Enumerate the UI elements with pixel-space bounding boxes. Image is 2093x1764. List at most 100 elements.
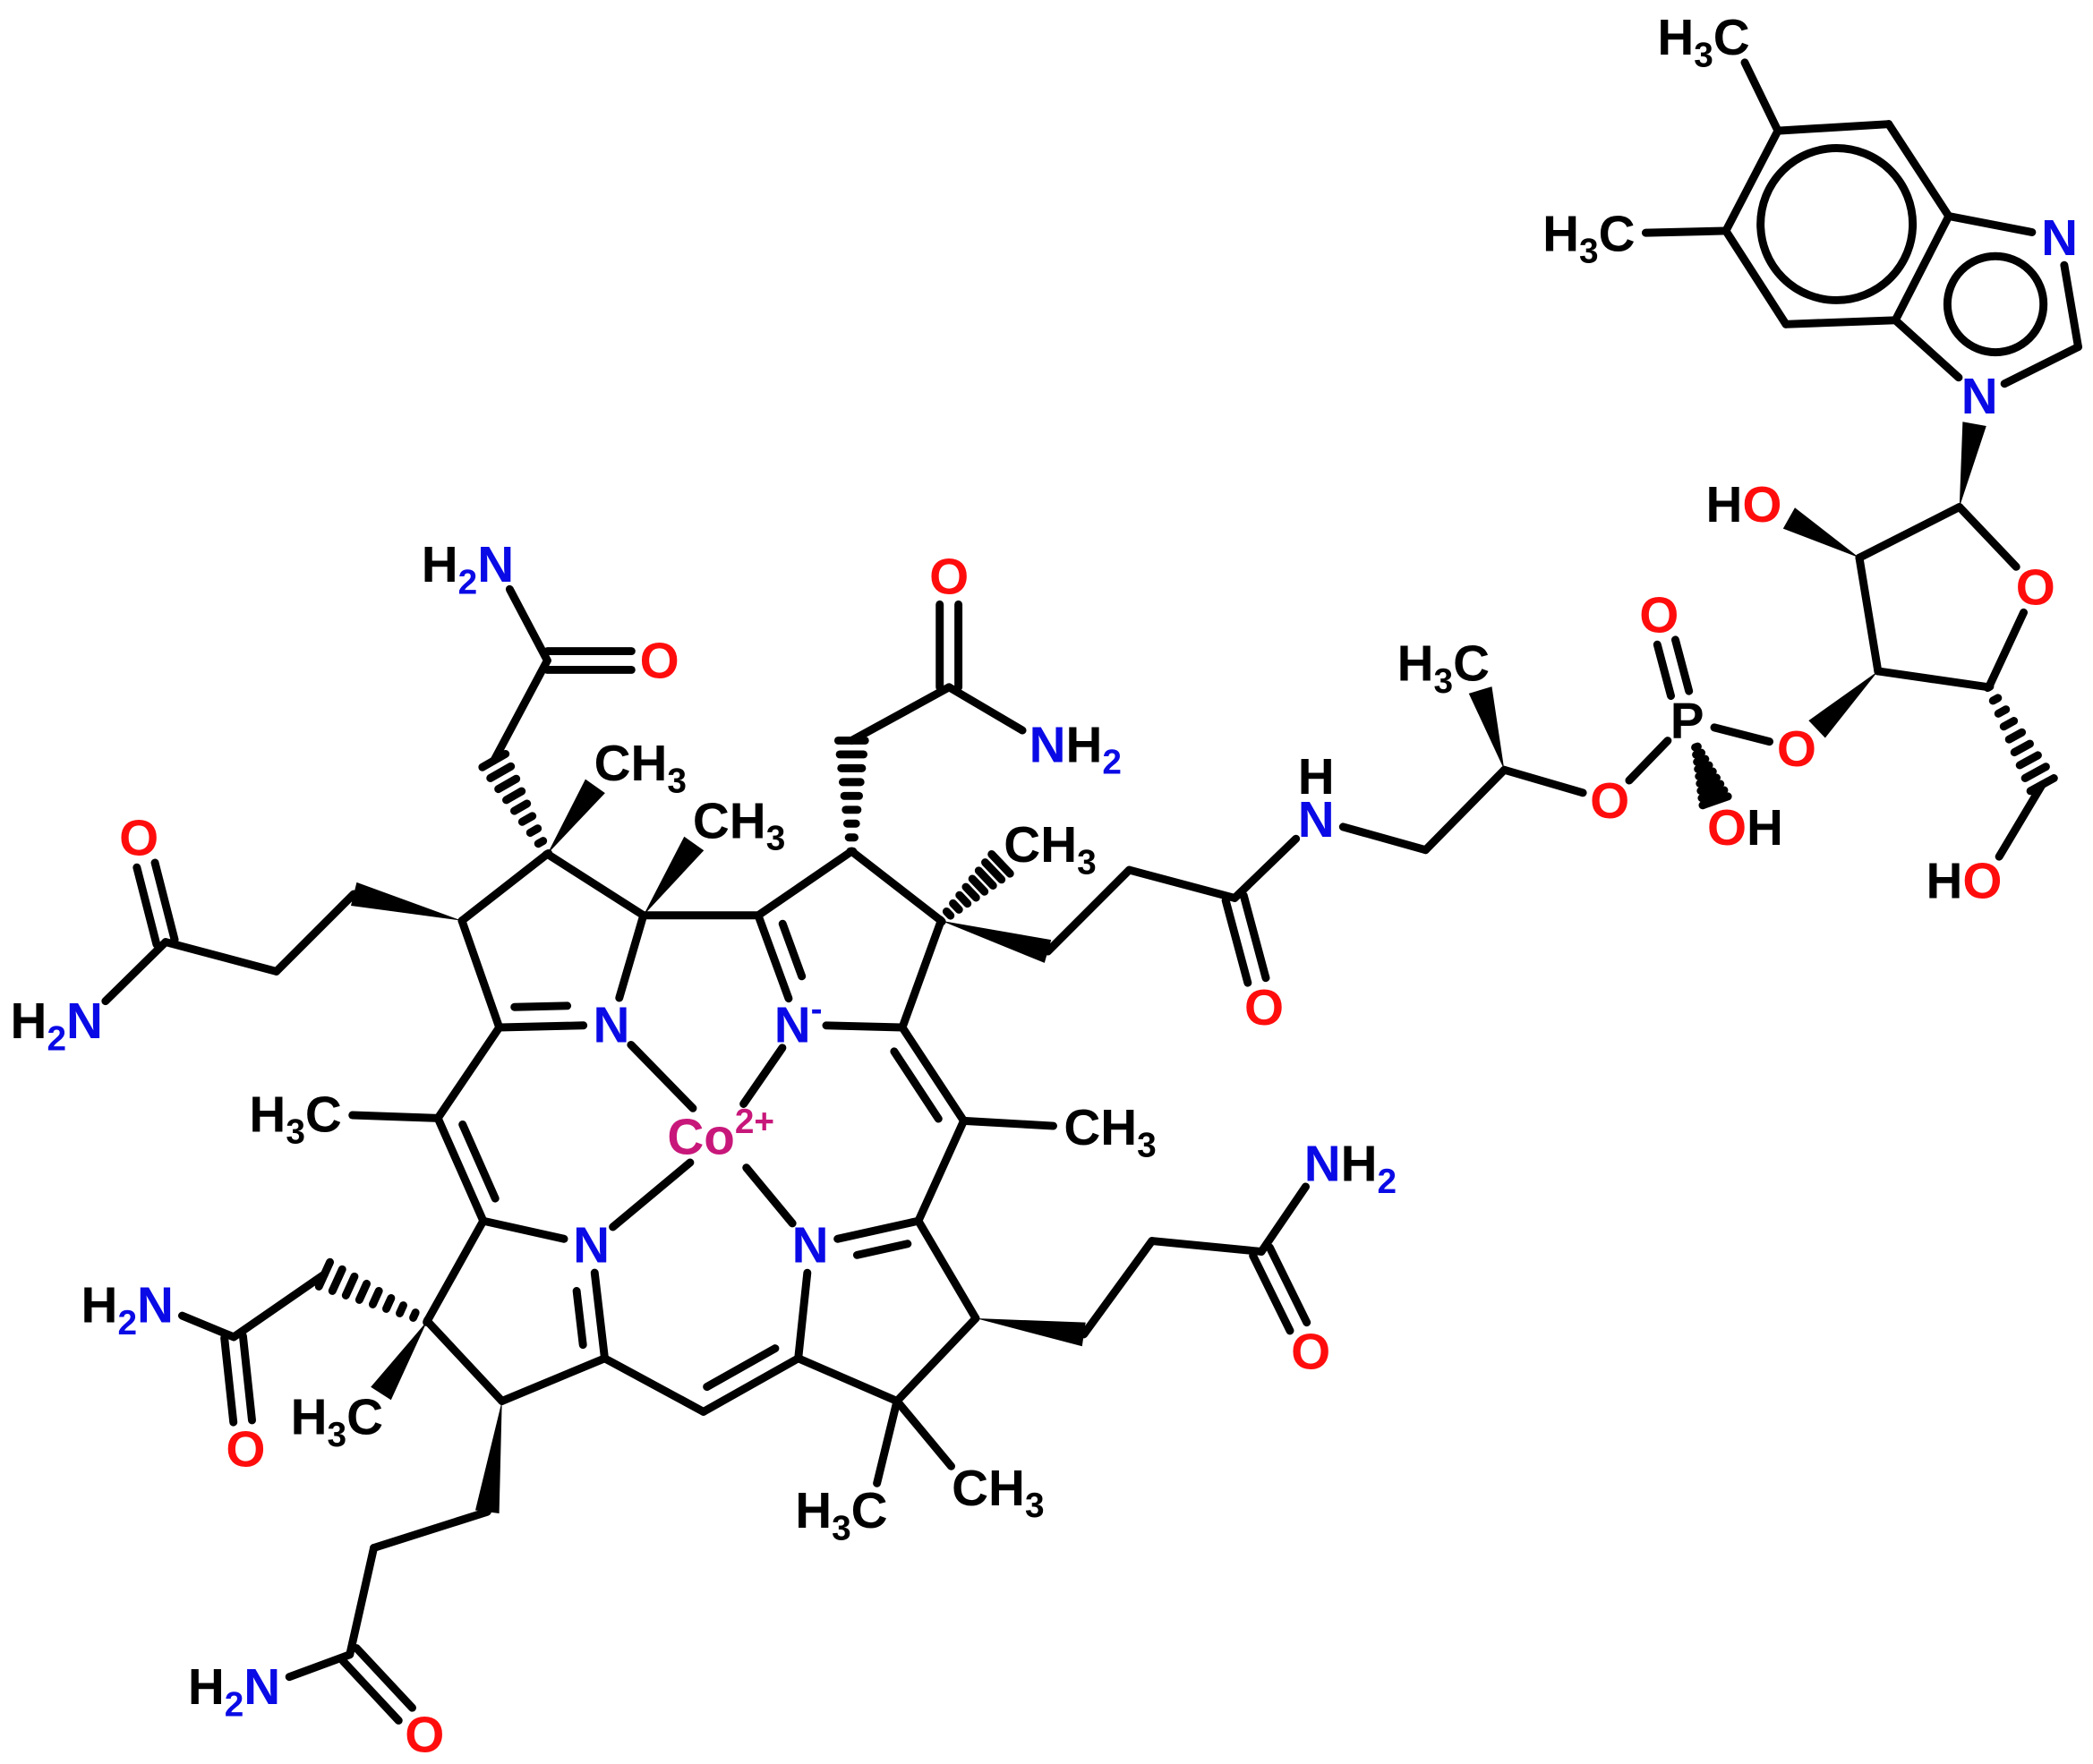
double-bond — [833, 1216, 923, 1243]
single-bond — [893, 1314, 980, 1405]
single-bond — [178, 1311, 238, 1342]
hash-bond — [1694, 761, 1713, 773]
atom-label-qN: NH2​ — [1029, 717, 1122, 781]
atom-label-PO: O — [1639, 588, 1679, 644]
hash-bond — [355, 1279, 372, 1304]
atom-label-mA4: CH3​ — [693, 793, 785, 857]
atom-label-N2: N- — [774, 991, 823, 1054]
hash-bond — [534, 837, 548, 848]
double-bond-inner — [510, 1001, 572, 1011]
single-bond — [1625, 737, 1672, 785]
atom-label-pO: O — [119, 811, 158, 867]
single-bond — [457, 849, 551, 925]
single-bond — [423, 1317, 507, 1405]
single-bond — [1944, 212, 2037, 236]
hash-bond — [1983, 682, 1995, 693]
double-bond-inner — [703, 1344, 780, 1392]
hash-bond — [409, 1308, 420, 1322]
double-bond — [220, 1334, 238, 1427]
atom-label-tO: O — [226, 1422, 265, 1479]
atom-label-mC5: H3​C — [249, 1087, 341, 1151]
single-bond — [161, 938, 281, 976]
single-bond — [490, 656, 551, 765]
single-bond — [346, 1543, 379, 1659]
single-bond — [1499, 765, 1587, 797]
single-bond — [1985, 608, 2029, 692]
single-bond — [370, 1507, 491, 1552]
single-bond — [457, 916, 504, 1032]
atom-label-N1: N — [594, 997, 630, 1053]
hash-bond — [981, 858, 1006, 884]
hash-bond — [1692, 748, 1706, 759]
atom-label-sN1: H2​N — [422, 537, 514, 601]
hash-bond — [328, 1265, 346, 1295]
atom-label-uO: O — [405, 1708, 444, 1764]
single-bond — [1740, 58, 1782, 135]
hash-bond — [1693, 754, 1710, 766]
wedge-bond — [475, 1401, 502, 1513]
double-bond — [352, 1644, 416, 1712]
single-bond — [1148, 1237, 1266, 1256]
double-bond — [699, 1354, 803, 1416]
single-bond — [348, 1111, 442, 1122]
aromatic-ring-circle — [1943, 251, 2048, 357]
single-bond — [914, 1216, 980, 1323]
single-bond — [609, 1158, 695, 1231]
hash-bond — [1999, 717, 2019, 731]
atom-label-N4: N — [792, 1217, 829, 1274]
hash-bond — [1691, 742, 1702, 752]
wedge-bond — [371, 1321, 428, 1401]
single-bond — [1044, 865, 1133, 956]
atom-label-mD3a: H3​C — [795, 1483, 887, 1547]
hash-bond — [935, 916, 946, 926]
hash-bond — [509, 799, 532, 815]
single-bond — [229, 1270, 329, 1342]
wedge-bond — [547, 779, 605, 855]
wedge-bond — [1468, 686, 1505, 771]
single-bond — [2060, 260, 2082, 352]
single-bond — [1995, 780, 2046, 861]
double-bond — [433, 1113, 488, 1225]
hash-bond — [341, 1272, 359, 1300]
double-bond-inner — [852, 1240, 912, 1259]
hash-bond — [1697, 786, 1729, 803]
wedge-bond — [350, 882, 462, 921]
single-bond — [423, 1216, 488, 1325]
single-bond — [847, 683, 953, 745]
double-bond — [898, 1023, 969, 1125]
single-bond — [433, 1023, 504, 1122]
atom-label-gHO2: HO — [1926, 853, 2003, 909]
hash-bond — [968, 874, 989, 896]
atom-label-pN: H2​N — [11, 993, 103, 1058]
single-bond — [1884, 120, 1953, 221]
single-bond — [914, 1116, 969, 1225]
wedge-bond — [643, 836, 705, 916]
single-bond — [1773, 120, 1893, 135]
hash-bond — [396, 1301, 407, 1317]
single-bond — [615, 911, 648, 1002]
hash-bond — [502, 787, 526, 805]
single-bond — [1080, 1237, 1157, 1339]
hash-bond — [974, 866, 997, 891]
atom-label-P: P — [1670, 693, 1704, 749]
atom-label-N3: N — [573, 1217, 610, 1274]
single-bond — [1721, 226, 1790, 328]
atom-labels-layer: Co2+NN-NNCH3​H3​CCH3​CH3​CH3​OH2​NOH2​NO… — [11, 10, 2079, 1763]
single-bond — [1338, 822, 1430, 855]
wedge-bond — [941, 920, 1052, 963]
atom-label-mK3: H3​C — [1657, 10, 1749, 74]
single-bond — [601, 1354, 708, 1416]
atom-label-rO: O — [1244, 980, 1284, 1036]
single-bond — [2000, 343, 2082, 388]
atom-label-mD3b: CH3​ — [952, 1461, 1044, 1525]
atom-label-mC3: H3​C — [291, 1390, 383, 1454]
hash-bond — [494, 774, 521, 794]
aromatic-ring-circle — [1756, 144, 1918, 304]
single-bond — [1421, 765, 1508, 855]
atom-label-mK2: H3​C — [1542, 206, 1635, 270]
single-bond — [1721, 126, 1782, 235]
wedge-bond — [1808, 670, 1878, 738]
atom-label-uN: H2​N — [188, 1659, 280, 1724]
single-bond — [873, 1396, 901, 1487]
hash-bond — [2010, 739, 2034, 757]
